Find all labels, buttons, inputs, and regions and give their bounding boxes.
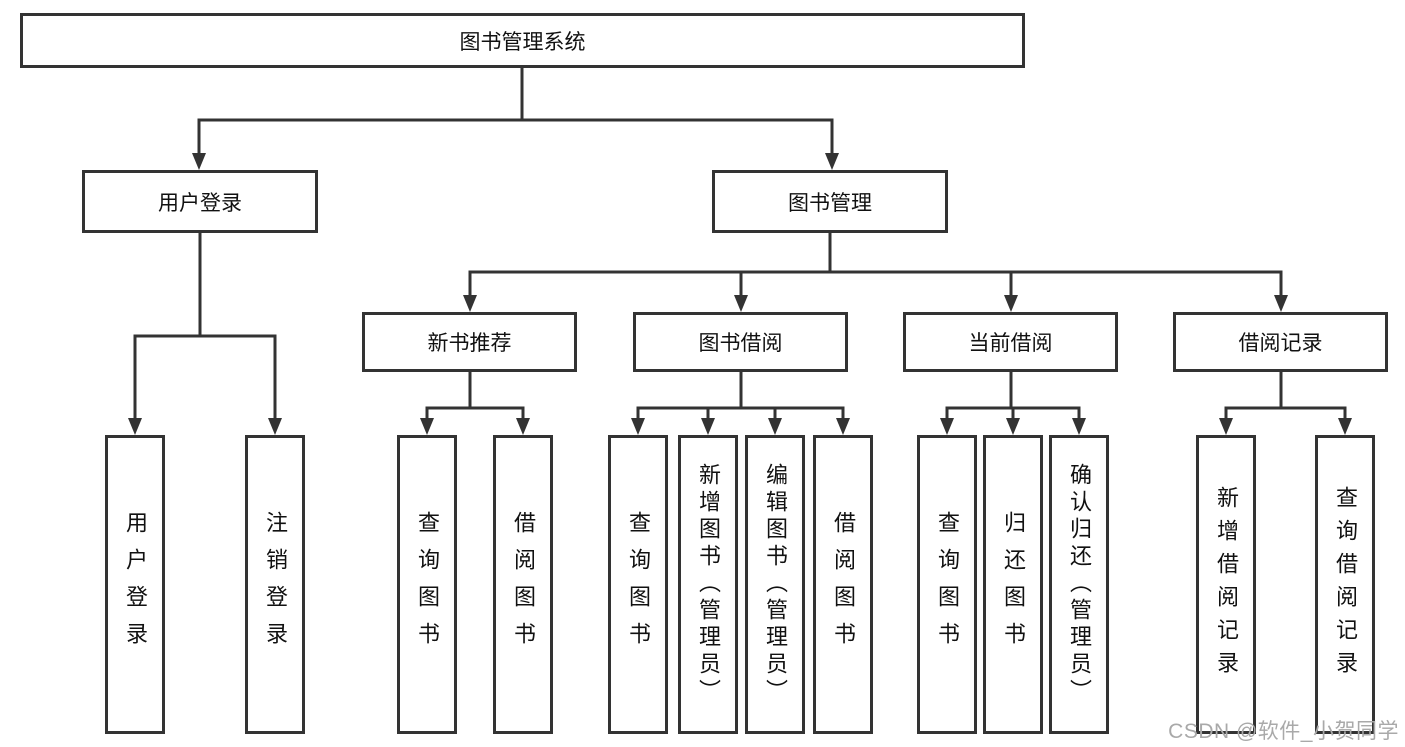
node-label: 编辑图书（管理员） xyxy=(763,463,788,706)
leaf-confirm-return-admin: 确认归还（管理员） xyxy=(1049,435,1109,734)
leaf-logout: 注销登录 xyxy=(245,435,305,734)
node-library-management-system: 图书管理系统 xyxy=(20,13,1025,68)
leaf-borrow-books-recommend: 借阅图书 xyxy=(493,435,553,734)
leaf-edit-book-admin: 编辑图书（管理员） xyxy=(745,435,805,734)
leaf-user-login: 用户登录 xyxy=(105,435,165,734)
leaf-return-book: 归还图书 xyxy=(983,435,1043,734)
node-label: 新增图书（管理员） xyxy=(696,463,721,706)
node-label: 查询图书 xyxy=(415,510,440,659)
node-label: 用户登录 xyxy=(123,510,148,659)
node-label: 查询图书 xyxy=(935,510,960,659)
arrowheads xyxy=(128,153,1352,435)
node-label: 借阅记录 xyxy=(1238,332,1323,355)
node-new-book-recommend: 新书推荐 xyxy=(362,312,577,372)
node-label: 新增借阅记录 xyxy=(1214,485,1239,684)
node-label: 注销登录 xyxy=(263,510,288,659)
leaf-query-borrow-record: 查询借阅记录 xyxy=(1315,435,1375,734)
leaf-add-book-admin: 新增图书（管理员） xyxy=(678,435,738,734)
node-user-login: 用户登录 xyxy=(82,170,318,233)
node-label: 归还图书 xyxy=(1001,510,1026,659)
node-book-borrow: 图书借阅 xyxy=(633,312,848,372)
csdn-watermark: CSDN @软件_小贺同学 xyxy=(1168,720,1399,743)
node-label: 查询借阅记录 xyxy=(1333,485,1358,684)
leaf-borrow-books: 借阅图书 xyxy=(813,435,873,734)
node-label: 新书推荐 xyxy=(427,332,512,355)
node-borrow-records: 借阅记录 xyxy=(1173,312,1388,372)
node-current-borrow: 当前借阅 xyxy=(903,312,1118,372)
leaf-query-books-current: 查询图书 xyxy=(917,435,977,734)
leaf-query-books-borrow: 查询图书 xyxy=(608,435,668,734)
node-label: 确认归还（管理员） xyxy=(1067,463,1092,706)
node-label: 用户登录 xyxy=(158,191,242,215)
node-label: 图书管理 xyxy=(788,191,872,215)
node-label: 图书管理系统 xyxy=(459,30,586,54)
leaf-query-books-recommend: 查询图书 xyxy=(397,435,457,734)
node-label: 当前借阅 xyxy=(968,332,1053,355)
node-label: 借阅图书 xyxy=(511,510,536,659)
node-label: 查询图书 xyxy=(626,510,651,659)
node-book-management: 图书管理 xyxy=(712,170,948,233)
node-label: 借阅图书 xyxy=(831,510,856,659)
leaf-add-borrow-record: 新增借阅记录 xyxy=(1196,435,1256,734)
node-label: 图书借阅 xyxy=(698,332,783,355)
